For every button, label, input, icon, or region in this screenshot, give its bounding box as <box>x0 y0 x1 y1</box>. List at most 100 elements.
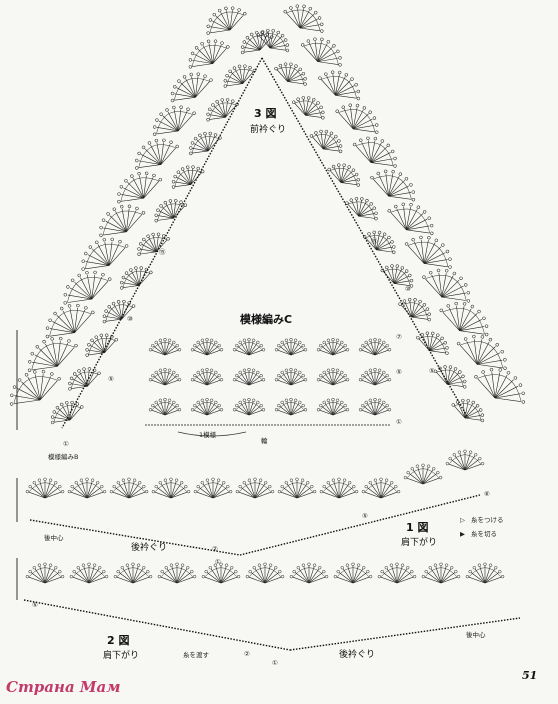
fan-arc <box>347 201 375 219</box>
fan-spoke <box>269 36 282 49</box>
picot <box>333 574 338 579</box>
picot <box>343 373 347 378</box>
fan-spoke <box>464 455 476 471</box>
picot <box>427 317 431 322</box>
fan-spoke <box>464 459 479 471</box>
picot <box>33 370 37 374</box>
picot <box>154 213 158 217</box>
picot <box>348 481 352 485</box>
fan-spoke <box>374 343 384 356</box>
picot <box>431 331 435 336</box>
fan-spoke <box>292 576 310 584</box>
fan-spoke <box>109 215 127 233</box>
fan-spoke <box>159 210 174 219</box>
picot <box>177 79 181 83</box>
picot <box>320 37 324 42</box>
diagram3-left-marker-10: ⑩ <box>127 315 133 323</box>
fan-spoke <box>74 314 92 333</box>
picot <box>474 453 478 457</box>
picot <box>156 232 161 237</box>
fan-arc <box>157 203 185 221</box>
picot <box>338 56 342 60</box>
fan-spoke <box>264 572 279 584</box>
fan-spoke <box>406 225 430 231</box>
fan-spoke <box>321 376 334 386</box>
picot <box>373 337 377 342</box>
fan-spoke <box>374 371 380 386</box>
fan-spoke <box>477 378 496 399</box>
fan-spoke <box>279 346 292 356</box>
picot <box>401 202 405 207</box>
picot <box>226 484 230 489</box>
fan-stitch <box>120 266 153 290</box>
fan-spoke <box>209 114 226 118</box>
picot <box>278 63 283 68</box>
picot <box>144 171 149 176</box>
picot <box>50 372 54 376</box>
picot <box>192 111 196 115</box>
picot <box>205 337 209 342</box>
fan-spoke <box>290 406 303 416</box>
picot <box>154 484 158 489</box>
picot <box>265 32 269 36</box>
fan-spoke <box>343 109 354 130</box>
picot <box>335 338 340 342</box>
fan-stitch <box>81 237 129 271</box>
fan-spoke <box>217 103 226 118</box>
picot <box>146 234 150 238</box>
legend-cut-text: 糸を切る <box>471 529 497 538</box>
fan-spoke <box>240 343 250 356</box>
picot <box>448 365 453 369</box>
fan-spoke <box>431 274 443 298</box>
picot <box>336 569 340 574</box>
fan-spoke <box>340 168 349 183</box>
fan-stitch <box>387 202 434 236</box>
fan-spoke <box>127 273 140 286</box>
picot <box>200 42 204 46</box>
picot <box>280 400 284 405</box>
fan-spoke <box>464 417 481 421</box>
picot <box>331 164 336 169</box>
picot <box>448 456 452 461</box>
fan-spoke <box>477 352 501 365</box>
picot <box>167 338 172 342</box>
picot <box>85 477 89 481</box>
fan-spoke <box>176 572 191 584</box>
picot <box>209 78 213 82</box>
fan-spoke <box>92 341 105 353</box>
fan-spoke <box>370 152 391 163</box>
picot <box>274 348 279 352</box>
fan-spoke <box>447 376 462 385</box>
picot <box>157 574 162 579</box>
fan-spoke <box>323 141 338 150</box>
fan-spoke <box>240 403 250 416</box>
picot <box>474 375 478 379</box>
picot <box>300 43 305 47</box>
picot <box>364 340 368 345</box>
picot <box>252 566 256 570</box>
picot <box>445 249 450 254</box>
fan-spoke <box>196 491 214 499</box>
fan-spoke <box>494 372 501 399</box>
fan-stitch <box>327 163 360 187</box>
picot <box>190 141 195 145</box>
picot <box>319 129 323 134</box>
fan-spoke <box>135 269 140 286</box>
fan-spoke <box>158 120 179 132</box>
fan-spoke <box>122 568 134 584</box>
picot <box>158 368 163 372</box>
picot <box>67 339 71 343</box>
fan-spoke <box>393 269 402 284</box>
picot <box>101 218 106 222</box>
fan-spoke <box>156 237 164 252</box>
picot <box>326 40 330 44</box>
picot <box>345 378 350 382</box>
fan-arc <box>277 342 305 351</box>
picot <box>468 450 473 454</box>
picot <box>232 408 237 412</box>
fan-spoke <box>364 491 382 499</box>
picot <box>257 563 262 567</box>
picot <box>326 368 331 372</box>
fan-spoke <box>376 249 393 253</box>
diagram2-neck-label: 後衿ぐり <box>339 648 375 660</box>
